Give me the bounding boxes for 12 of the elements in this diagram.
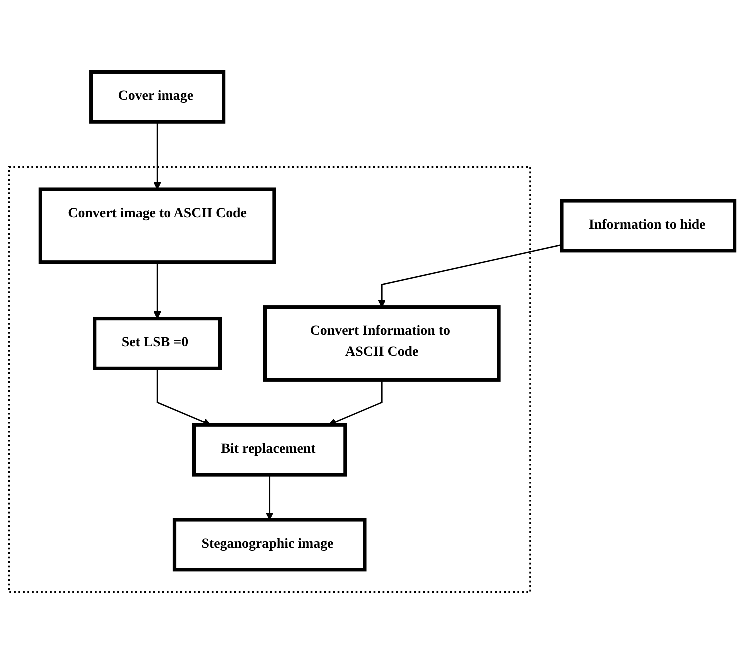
cluster (8, 166, 532, 593)
node-box: Steganographic image (172, 518, 367, 572)
node-box: Cover image (90, 70, 226, 124)
node-box: Bit replacement (192, 423, 348, 477)
node-box: Convert image to ASCII Code (38, 187, 276, 264)
arrow (378, 244, 562, 308)
node-box: Convert Information to ASCII Code (263, 305, 501, 382)
node-box: Information to hide (560, 198, 737, 252)
arrow (154, 262, 162, 319)
arrow (266, 474, 274, 520)
arrow (154, 122, 162, 190)
node-box: Set LSB =0 (93, 316, 222, 370)
